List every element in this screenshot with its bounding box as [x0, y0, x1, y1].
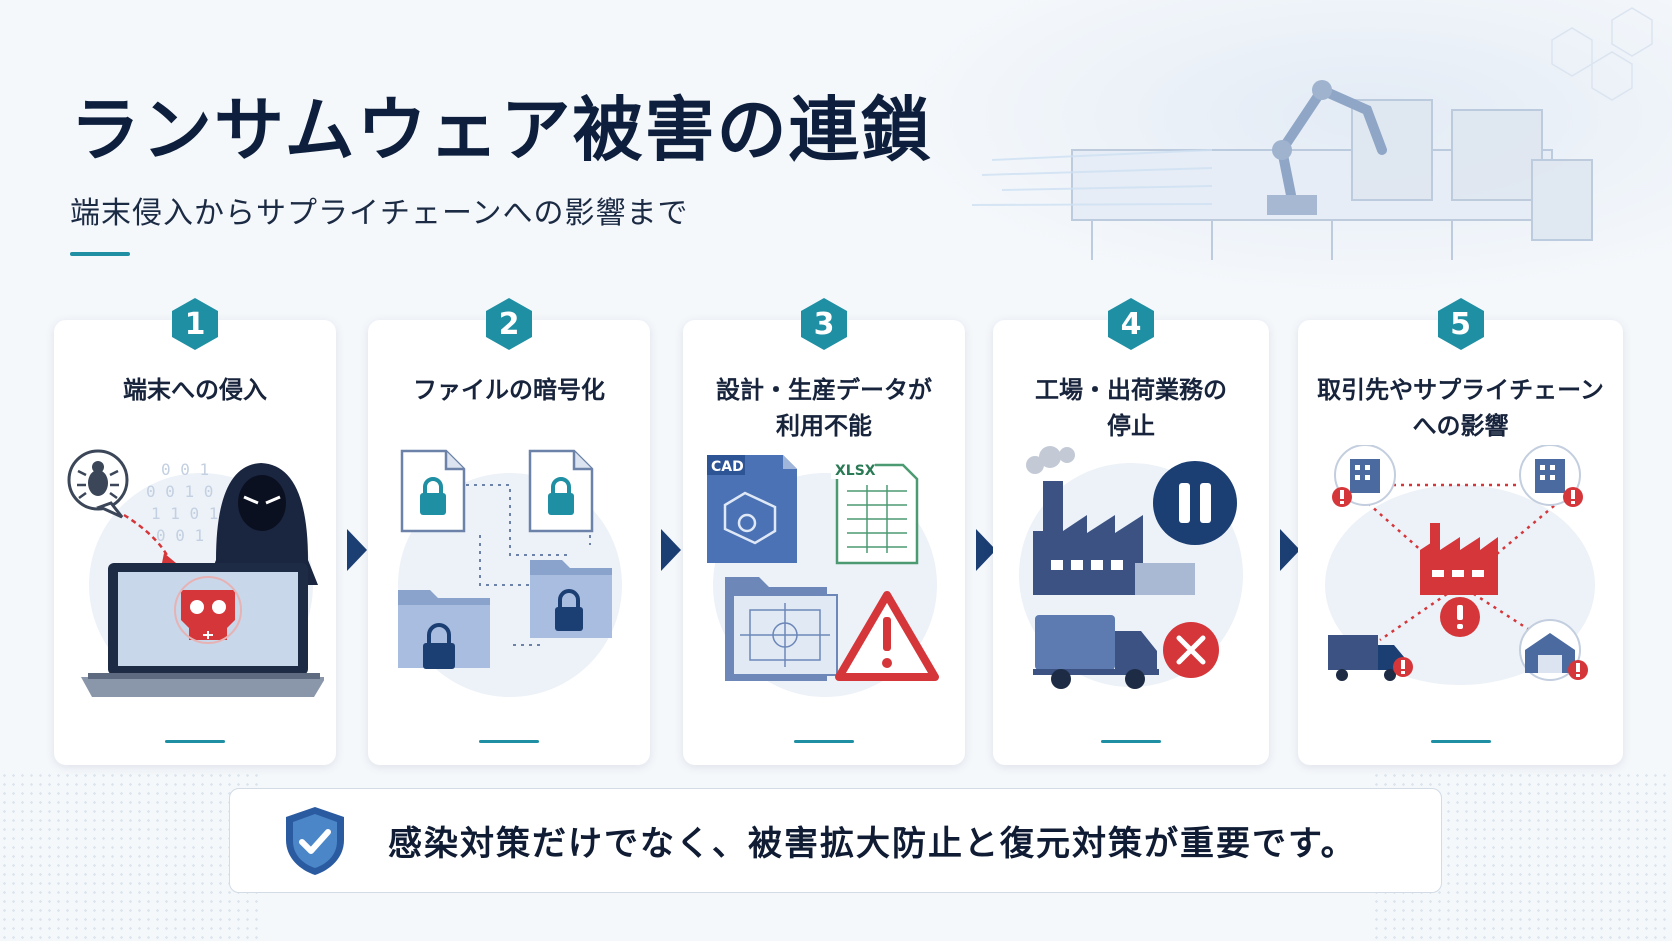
bug-icon	[67, 449, 129, 519]
blueprint-folder-icon	[725, 577, 838, 681]
card-underline	[794, 740, 854, 743]
card-underline	[1101, 740, 1161, 743]
title-underline	[70, 252, 130, 256]
dot-pattern-left	[0, 771, 260, 941]
step-title: 取引先やサプライチェーン への影響	[1317, 376, 1604, 440]
cad-file-icon: CAD	[707, 455, 797, 563]
card-underline	[165, 740, 225, 743]
key-message-banner: 感染対策だけでなく、被害拡大防止と復元対策が重要です。	[229, 788, 1442, 893]
step-card-3: 3 設計・生産データが 利用不能 CAD XLSX	[683, 298, 965, 765]
truck-icon	[1033, 615, 1159, 689]
step-number: 5	[1450, 306, 1471, 342]
step-number: 1	[184, 306, 206, 342]
step-number: 2	[498, 306, 520, 342]
step-card-1: 1 端末への侵入 0 0 1 0 0 1 0 1 1 0 1 0 0 1	[54, 298, 336, 765]
flow-arrow-4	[1278, 525, 1302, 575]
locked-file-icon	[528, 449, 594, 533]
warehouse-icon	[1519, 619, 1588, 681]
shield-check-icon	[282, 804, 348, 878]
factory-icon	[1420, 523, 1498, 595]
step-title: 工場・出荷業務の 停止	[1035, 376, 1227, 440]
step-card-2: 2 ファイルの暗号化	[368, 298, 650, 765]
step-illustration	[1310, 445, 1611, 705]
svg-text:1 1 0 1: 1 1 0 1	[151, 504, 218, 523]
step-title: ファイルの暗号化	[413, 376, 605, 404]
step-illustration	[380, 445, 638, 705]
step-badge: 2	[481, 296, 537, 352]
locked-folder-icon	[530, 560, 612, 638]
step-illustration: 0 0 1 0 0 1 0 1 1 0 1 0 0 1	[66, 445, 324, 705]
card-underline	[479, 740, 539, 743]
skull-icon	[174, 576, 242, 644]
step-title: 端末への侵入	[123, 376, 267, 404]
flow-arrow-1	[345, 525, 369, 575]
step-title: 設計・生産データが 利用不能	[716, 376, 932, 440]
alert-icon	[1440, 597, 1480, 637]
flow-arrow-3	[974, 525, 998, 575]
step-illustration	[1005, 445, 1257, 705]
card-underline	[1430, 740, 1491, 743]
building-icon	[1332, 445, 1396, 507]
binary-code-icon: 0 0 1 0 0 1 0 1 1 0 1 0 0 1	[146, 460, 218, 545]
header: ランサムウェア被害の連鎖 端末侵入からサプライチェーンへの影響まで	[70, 88, 933, 256]
svg-text:0 0 1: 0 0 1	[161, 460, 209, 479]
factory-icon	[1026, 446, 1195, 595]
step-card-5: 5 取引先やサプライチェーン への影響	[1298, 298, 1623, 765]
step-card-4: 4 工場・出荷業務の 停止	[993, 298, 1269, 765]
pause-icon	[1153, 461, 1237, 545]
warning-icon	[835, 591, 939, 681]
step-illustration: CAD XLSX	[695, 445, 953, 705]
key-message-text: 感染対策だけでなく、被害拡大防止と復元対策が重要です。	[388, 824, 1357, 864]
flow-arrow-2	[659, 525, 683, 575]
step-badge: 1	[167, 296, 223, 352]
step-badge: 5	[1433, 296, 1489, 352]
step-badge: 4	[1103, 296, 1159, 352]
svg-text:0 0 1 0: 0 0 1 0	[146, 482, 213, 501]
locked-file-icon	[400, 449, 466, 533]
locked-folder-icon	[398, 590, 490, 669]
factory-background-illustration	[971, 7, 1653, 260]
step-badge: 3	[796, 296, 852, 352]
cross-icon	[1163, 622, 1219, 678]
step-number: 4	[1120, 306, 1142, 342]
spreadsheet-icon: XLSX	[831, 459, 919, 565]
page-title: ランサムウェア被害の連鎖	[70, 89, 933, 171]
cad-label: CAD	[711, 459, 744, 475]
svg-text:0 0 1: 0 0 1	[156, 526, 204, 545]
truck-icon	[1328, 635, 1413, 681]
xlsx-label: XLSX	[835, 463, 876, 479]
step-number: 3	[813, 306, 835, 342]
factory-background	[912, 0, 1672, 290]
hacker-icon	[206, 463, 318, 585]
building-icon	[1519, 445, 1583, 507]
page-subtitle: 端末侵入からサプライチェーンへの影響まで	[70, 196, 689, 231]
